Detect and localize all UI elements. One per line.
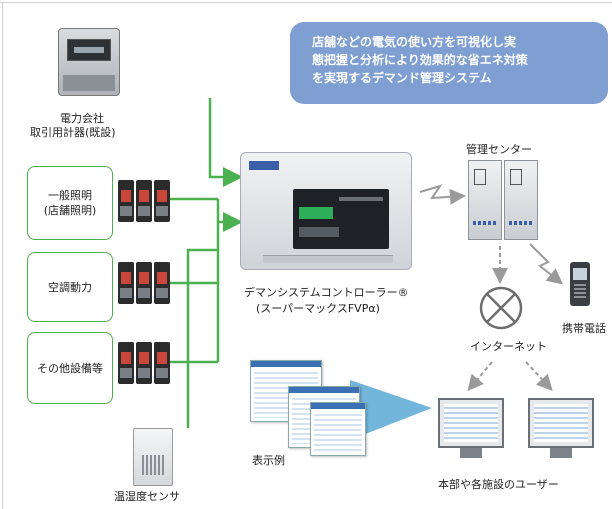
banner-line-2: 態把握と分析により効果的な省エネ対策: [312, 53, 528, 67]
breaker-icon: [118, 180, 170, 222]
controller-logo: [249, 161, 279, 170]
breaker-icon: [118, 342, 170, 384]
center-label: 管理センター: [466, 143, 532, 156]
lighting-label-1: 一般照明: [48, 189, 92, 202]
meter-label-1: 電力会社: [60, 112, 104, 125]
internet-label: インターネット: [470, 340, 547, 353]
hvac-label: 空調動力: [48, 280, 92, 294]
user-pc-icon: [438, 398, 504, 460]
frame-left-border: [2, 2, 3, 509]
screen-example-3: [310, 402, 366, 456]
hvac-box: 空調動力: [27, 252, 113, 322]
controller-label-1: デマンシステムコントローラー®: [244, 286, 409, 299]
server-icon: [504, 160, 538, 240]
users-label: 本部や各施設のユーザー: [438, 478, 559, 491]
breaker-icon: [118, 262, 170, 304]
internet-to-user2-line: [525, 361, 553, 391]
controller-label-2: (スーパーマックスFVPα): [256, 302, 380, 315]
wireless-center-phone: [529, 243, 564, 285]
other-equipment-label: その他設備等: [37, 361, 103, 375]
mobile-phone-icon: [570, 262, 590, 306]
internet-icon: [479, 286, 523, 330]
example-label: 表示例: [252, 454, 285, 467]
banner-line-1: 店舗などの電気の使い方を可視化し実: [312, 35, 517, 49]
user-pc-icon: [528, 398, 594, 460]
lighting-label-2: (店舗照明): [43, 204, 97, 217]
banner-line-3: を実現するデマンド管理システム: [312, 71, 492, 85]
server-icon: [468, 160, 502, 240]
headline-banner: 店舗などの電気の使い方を可視化し実 態把握と分析により効果的な省エネ対策 を実現…: [290, 22, 608, 104]
meter-to-controller-line: [208, 98, 243, 187]
demand-controller-device: [240, 152, 412, 270]
sensor-line: [186, 248, 218, 428]
screen-example-callout: [350, 380, 432, 440]
internet-to-user1-line: [467, 361, 493, 392]
controller-display-panel: [293, 189, 389, 249]
meter-label-2: 取引用計器(既設): [30, 126, 116, 139]
sensor-label: 温湿度センサ: [114, 490, 180, 503]
phone-label: 携帯電話: [562, 322, 606, 335]
temperature-humidity-sensor-icon: [133, 428, 173, 486]
electric-meter-icon: [58, 28, 120, 96]
lighting-box: 一般照明 (店舗照明): [27, 166, 113, 240]
wireless-controller-center: [419, 184, 466, 205]
frame-top-border: [0, 2, 612, 3]
other-equipment-box: その他設備等: [27, 332, 113, 404]
